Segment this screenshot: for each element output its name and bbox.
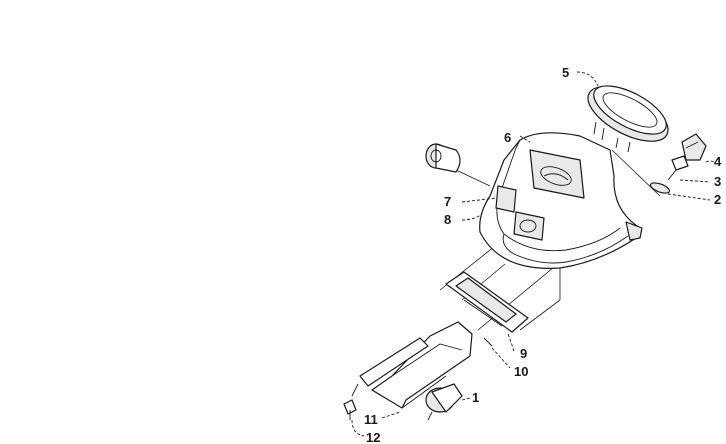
part-1-component <box>425 383 463 421</box>
part-5-gauge <box>587 85 669 153</box>
callout-10: 10 <box>514 364 528 379</box>
callout-4: 4 <box>714 154 722 169</box>
part-2-nut <box>649 182 671 194</box>
callout-12: 12 <box>366 430 380 444</box>
part-10-screw <box>483 337 493 347</box>
part-4-key-cap <box>681 133 707 161</box>
callout-labels: 1 2 3 4 5 6 7 8 9 10 11 12 <box>364 65 722 444</box>
callout-5: 5 <box>562 65 569 80</box>
callout-9: 9 <box>520 346 527 361</box>
leader-lines <box>351 71 715 437</box>
callout-8: 8 <box>444 212 451 227</box>
accessory-socket <box>425 143 461 173</box>
part-9-trim-frame <box>445 271 529 333</box>
callout-3: 3 <box>714 174 721 189</box>
callout-11: 11 <box>364 412 378 427</box>
part-3-key <box>667 155 689 181</box>
callout-1: 1 <box>472 390 479 405</box>
part-12-bolt <box>343 383 359 420</box>
callout-2: 2 <box>714 192 721 207</box>
part-11-bracket <box>359 321 473 409</box>
callout-6: 6 <box>504 130 511 145</box>
part-7-switch-panel <box>495 149 585 241</box>
callout-7: 7 <box>444 194 451 209</box>
